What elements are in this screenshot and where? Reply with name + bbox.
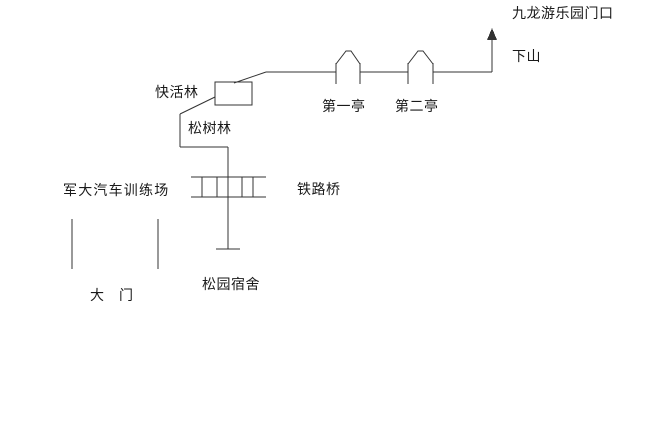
arrow-up-icon — [487, 28, 497, 40]
trail-lower-path — [179, 96, 216, 115]
label-training-ground: 军大汽车训练场 — [63, 182, 170, 198]
trail-upper-path — [233, 71, 267, 84]
label-pine-forest: 松树林 — [188, 120, 232, 136]
pavilion-1-icon — [335, 50, 361, 84]
label-park-entrance: 九龙游乐园门口 — [512, 5, 614, 21]
kuaihuolin-box — [214, 81, 253, 106]
trail-horizontal-path — [266, 38, 493, 73]
label-kuaihuolin: 快活林 — [155, 84, 199, 100]
label-pavilion-2: 第二亭 — [395, 98, 439, 114]
label-railway-bridge: 铁路桥 — [297, 181, 341, 197]
railway-bridge-icon — [191, 176, 266, 198]
pavilion-2-icon — [407, 50, 434, 84]
label-dormitory: 松园宿舍 — [202, 276, 260, 292]
trail-pine-path — [179, 114, 240, 250]
label-gate: 大 门 — [90, 287, 134, 303]
gate-posts — [71, 219, 159, 269]
label-downhill: 下山 — [512, 48, 541, 64]
label-pavilion-1: 第一亭 — [322, 98, 366, 114]
